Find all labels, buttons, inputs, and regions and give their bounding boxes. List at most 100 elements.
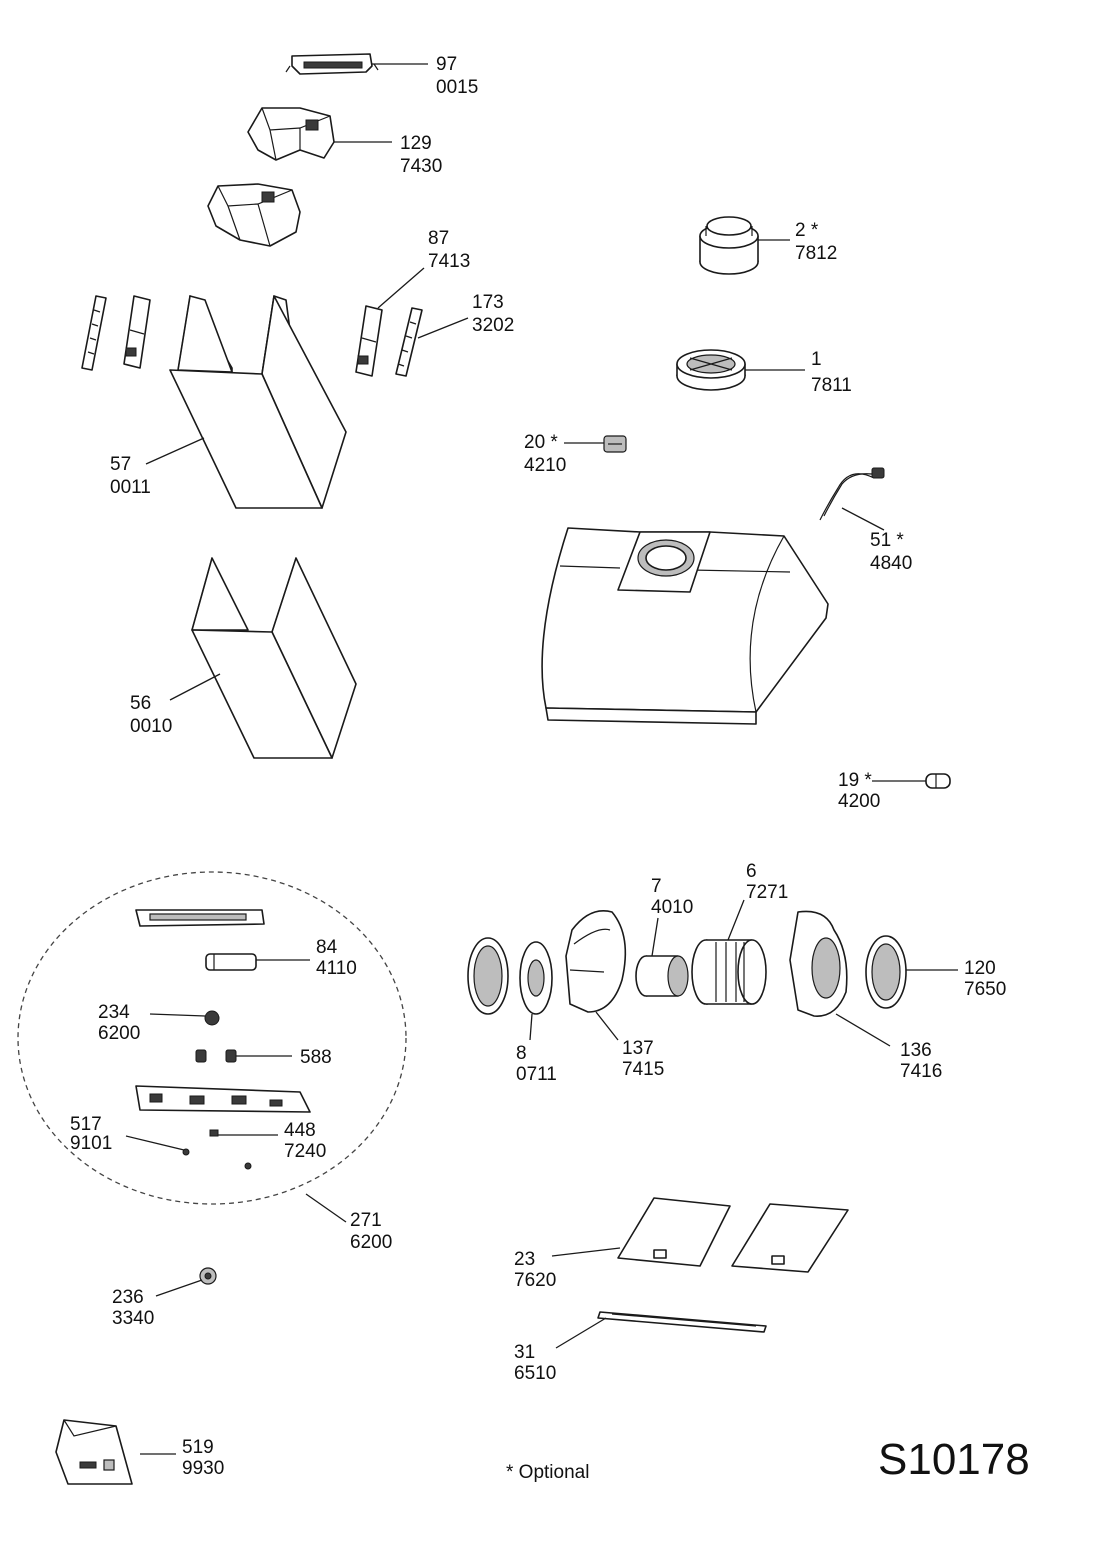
- label-31-code: 6510: [514, 1363, 556, 1384]
- leader-7: [651, 917, 659, 957]
- part-173-rail-left: [81, 295, 107, 371]
- label-1-code: 7811: [811, 375, 852, 396]
- label-236-ref: 236: [112, 1287, 144, 1308]
- label-6-ref: 6: [746, 861, 757, 882]
- part-87-bracket-left: [123, 295, 151, 369]
- label-87-ref: 87: [428, 228, 449, 249]
- label-236-code: 3340: [112, 1308, 154, 1329]
- leader-234: [149, 1013, 206, 1017]
- label-7-ref: 7: [651, 876, 662, 897]
- label-448-code: 7240: [284, 1141, 326, 1162]
- part-588-buttons: [195, 1049, 237, 1063]
- label-7-code: 4010: [651, 897, 693, 918]
- part-8-plate: [519, 941, 553, 1015]
- part-517-screws: [182, 1148, 252, 1170]
- label-56-ref: 56: [130, 693, 151, 714]
- label-8-code: 0711: [516, 1064, 557, 1085]
- label-234-ref: 234: [98, 1002, 130, 1023]
- label-271-code: 6200: [350, 1232, 392, 1253]
- label-129-code: 7430: [400, 156, 442, 177]
- part-120-grille-right: [865, 935, 907, 1009]
- label-137-ref: 137: [622, 1038, 654, 1059]
- part-137-housing-left: [565, 910, 627, 1013]
- part-519-document-bag: [55, 1419, 133, 1485]
- part-136-housing-right: [789, 910, 848, 1017]
- label-588-ref: 588: [300, 1047, 332, 1068]
- label-136-code: 7416: [900, 1061, 942, 1082]
- part-173-rail-right: [395, 307, 423, 377]
- part-97-bracket: [285, 53, 379, 75]
- leader-236: [155, 1279, 203, 1297]
- leader-136: [835, 1013, 891, 1047]
- label-57-code: 0011: [110, 477, 151, 498]
- label-120-ref: 120: [964, 958, 996, 979]
- label-84-code: 4110: [316, 958, 357, 979]
- leader-56: [169, 673, 221, 701]
- leader-87: [377, 267, 425, 309]
- part-87-bracket-right: [355, 305, 383, 377]
- part-271-control-board: [135, 909, 265, 927]
- label-8-ref: 8: [516, 1043, 527, 1064]
- leader-23: [551, 1247, 621, 1257]
- label-97-code: 0015: [436, 77, 478, 98]
- label-20-code: 4210: [524, 455, 566, 476]
- part-8-grille-left: [467, 937, 509, 1015]
- leader-31: [555, 1317, 607, 1349]
- part-1-valve: [676, 349, 746, 391]
- assembly-271-boundary: [17, 871, 407, 1205]
- label-56-code: 0010: [130, 716, 172, 737]
- label-20-ref: 20 *: [524, 432, 558, 453]
- label-517-code: 9101: [70, 1133, 112, 1154]
- leader-173: [417, 317, 469, 339]
- part-236-grommet: [199, 1267, 217, 1285]
- diagram-code: S10178: [878, 1435, 1030, 1484]
- label-173-ref: 173: [472, 292, 504, 313]
- label-137-code: 7415: [622, 1059, 664, 1080]
- part-84-switch: [205, 953, 257, 971]
- leader-8: [529, 1013, 533, 1041]
- label-19-code: 4200: [838, 791, 880, 812]
- label-19-ref: 19 *: [838, 770, 872, 791]
- label-23-ref: 23: [514, 1249, 535, 1270]
- label-6-code: 7271: [746, 882, 788, 903]
- label-173-code: 3202: [472, 315, 514, 336]
- label-234-code: 6200: [98, 1023, 140, 1044]
- leader-517: [125, 1135, 185, 1151]
- label-517-ref: 517: [70, 1114, 102, 1135]
- part-129-connector: [207, 107, 335, 247]
- leader-271: [305, 1193, 347, 1223]
- part-271-pcb: [135, 1085, 311, 1113]
- label-448-ref: 448: [284, 1120, 316, 1141]
- label-51-code: 4840: [870, 553, 912, 574]
- label-97-ref: 97: [436, 54, 457, 75]
- label-84-ref: 84: [316, 937, 338, 958]
- part-23-filter-right: [731, 1203, 849, 1273]
- part-56-lower-chimney: [191, 557, 357, 759]
- part-51-cable: [819, 467, 885, 521]
- part-19-lamp: [925, 773, 951, 789]
- label-87-code: 7413: [428, 251, 470, 272]
- part-57-upper-chimney: [169, 295, 347, 509]
- label-23-code: 7620: [514, 1270, 556, 1291]
- label-2-code: 7812: [795, 243, 837, 264]
- label-1-ref: 1: [811, 349, 822, 370]
- part-31-front-bar: [597, 1311, 767, 1333]
- part-23-filter-left: [617, 1197, 731, 1267]
- label-136-ref: 136: [900, 1040, 932, 1061]
- label-51-ref: 51 *: [870, 530, 904, 551]
- label-2-ref: 2 *: [795, 220, 819, 241]
- part-2-collar: [699, 216, 759, 275]
- label-519-code: 9930: [182, 1458, 224, 1479]
- label-31-ref: 31: [514, 1342, 535, 1363]
- label-57-ref: 57: [110, 454, 131, 475]
- part-448-clip: [209, 1129, 219, 1137]
- part-234-knob: [204, 1010, 220, 1026]
- leader-6: [727, 899, 745, 941]
- leader-51: [841, 507, 885, 531]
- leader-137: [595, 1011, 619, 1041]
- optional-note: * Optional: [506, 1462, 589, 1483]
- label-129-ref: 129: [400, 133, 432, 154]
- label-519-ref: 519: [182, 1437, 214, 1458]
- label-271-ref: 271: [350, 1210, 382, 1231]
